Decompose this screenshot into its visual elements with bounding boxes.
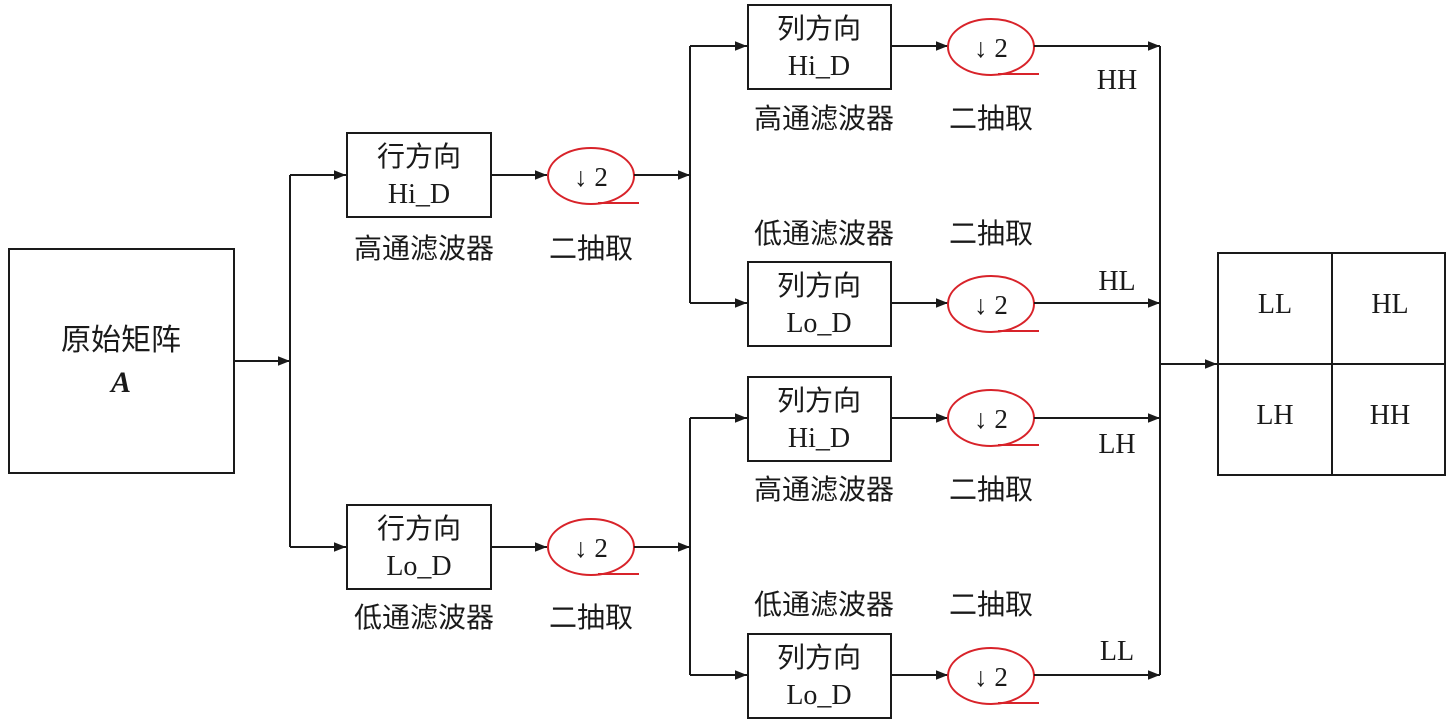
col-2-downsample-caption: 二抽取 xyxy=(949,218,1033,250)
col-3-downsample: ↓ 2 xyxy=(947,389,1039,447)
source-matrix-box: 原始矩阵 A xyxy=(8,248,235,474)
col-1-downsample-label: ↓ 2 xyxy=(974,33,1008,63)
col-3-downsample-caption: 二抽取 xyxy=(949,474,1033,506)
row-filter-lo: 行方向 Lo_D xyxy=(346,504,492,590)
col-filter-4-name: Lo_D xyxy=(786,680,851,711)
col-filter-2-caption: 低通滤波器 xyxy=(754,218,894,250)
source-symbol: A xyxy=(109,366,131,399)
result-grid: LL HL LH HH xyxy=(1217,252,1446,476)
result-cell-lh: LH xyxy=(1256,400,1293,431)
row-hi-downsample: ↓ 2 xyxy=(547,147,639,205)
row-filter-lo-name: Lo_D xyxy=(386,551,451,582)
col-1-downsample-caption: 二抽取 xyxy=(949,103,1033,135)
row-hi-downsample-label: ↓ 2 xyxy=(574,162,608,192)
row-filter-hi-direction: 行方向 xyxy=(377,141,461,173)
col-3-downsample-label: ↓ 2 xyxy=(974,404,1008,434)
output-label-2: HL xyxy=(1098,266,1135,297)
col-4-downsample-caption: 二抽取 xyxy=(949,589,1033,621)
col-filter-2-direction: 列方向 xyxy=(777,270,861,302)
output-label-4: LL xyxy=(1100,636,1134,667)
col-4-downsample-label: ↓ 2 xyxy=(974,662,1008,692)
row-lo-downsample-caption: 二抽取 xyxy=(549,602,633,634)
result-cell-hh: HH xyxy=(1370,400,1410,431)
row-filter-hi: 行方向 Hi_D xyxy=(346,132,492,218)
output-label-1: HH xyxy=(1097,65,1137,96)
col-filter-3-caption: 高通滤波器 xyxy=(754,474,894,506)
col-2-downsample-label: ↓ 2 xyxy=(974,290,1008,320)
output-label-3: LH xyxy=(1098,429,1135,460)
col-filter-4: 列方向 Lo_D xyxy=(747,633,892,719)
row-hi-downsample-caption: 二抽取 xyxy=(549,233,633,265)
col-filter-1-direction: 列方向 xyxy=(777,13,861,45)
row-filter-lo-caption: 低通滤波器 xyxy=(354,602,494,634)
col-1-downsample: ↓ 2 xyxy=(947,18,1039,76)
row-filter-hi-name: Hi_D xyxy=(388,179,450,210)
row-filter-lo-direction: 行方向 xyxy=(377,513,461,545)
col-filter-2-name: Lo_D xyxy=(786,308,851,339)
col-filter-1: 列方向 Hi_D xyxy=(747,4,892,90)
col-filter-3-name: Hi_D xyxy=(788,423,850,454)
row-lo-downsample: ↓ 2 xyxy=(547,518,639,576)
col-filter-2: 列方向 Lo_D xyxy=(747,261,892,347)
col-filter-4-caption: 低通滤波器 xyxy=(754,589,894,621)
result-cell-ll: LL xyxy=(1258,289,1292,320)
row-filter-hi-caption: 高通滤波器 xyxy=(354,233,494,265)
col-filter-1-name: Hi_D xyxy=(788,51,850,82)
col-filter-4-direction: 列方向 xyxy=(777,642,861,674)
col-4-downsample: ↓ 2 xyxy=(947,647,1039,705)
col-filter-3-direction: 列方向 xyxy=(777,385,861,417)
col-filter-3: 列方向 Hi_D xyxy=(747,376,892,462)
source-title: 原始矩阵 xyxy=(61,324,181,357)
col-2-downsample: ↓ 2 xyxy=(947,275,1039,333)
row-lo-downsample-label: ↓ 2 xyxy=(574,533,608,563)
result-cell-hl: HL xyxy=(1371,289,1408,320)
col-filter-1-caption: 高通滤波器 xyxy=(754,103,894,135)
